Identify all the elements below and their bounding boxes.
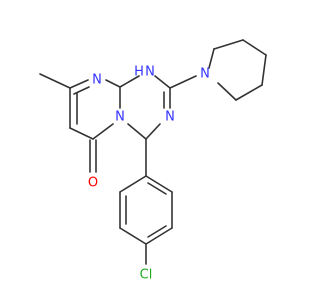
bond-pip-4: [261, 54, 267, 86]
molecule-structure: N N H N N N O Cl: [39, 39, 267, 283]
bond-n-imine-ch: [145, 123, 161, 140]
bond-n-c-junction: [105, 79, 121, 88]
atom-h-amine: H: [134, 65, 144, 80]
atom-n-fused: N: [115, 110, 125, 125]
atom-n-piperidine: N: [200, 67, 210, 82]
bond-n-fused-carbonyl-c: [92, 123, 114, 140]
bond-pip-6: [217, 82, 237, 101]
bond-junction-nh: [119, 75, 140, 88]
bond-nh-c-amidine: [154, 75, 171, 89]
bond-pip-2: [213, 39, 244, 50]
atom-n-pyrimidine: N: [92, 73, 102, 88]
bond-pip-3: [242, 39, 267, 56]
bond-pip-1: [208, 48, 215, 69]
bond-carbonyl-c-vinyl: [69, 127, 94, 140]
bond-amidine-n-piperidine: [169, 75, 197, 89]
bond-pip-5: [235, 84, 263, 101]
bond-ar-inner-3: [147, 182, 167, 195]
atom-o-carbonyl: O: [88, 176, 98, 191]
bond-methyl: [39, 73, 71, 89]
bond-ar-4: [145, 227, 173, 245]
atom-n-imine: N: [165, 110, 175, 125]
bond-ch-n-fused: [127, 123, 147, 140]
bond-c-n-pyrimidine: [69, 79, 89, 89]
atom-cl: Cl: [140, 268, 153, 283]
atom-n-amine: N: [145, 65, 155, 80]
atom-labels: N N H N N N O Cl: [88, 65, 210, 283]
bond-ar-6: [145, 175, 173, 193]
bond-ar-3: [119, 227, 147, 245]
bonds: [39, 39, 267, 265]
bond-ar-1: [119, 175, 147, 193]
bond-ar-inner-2: [147, 225, 167, 238]
